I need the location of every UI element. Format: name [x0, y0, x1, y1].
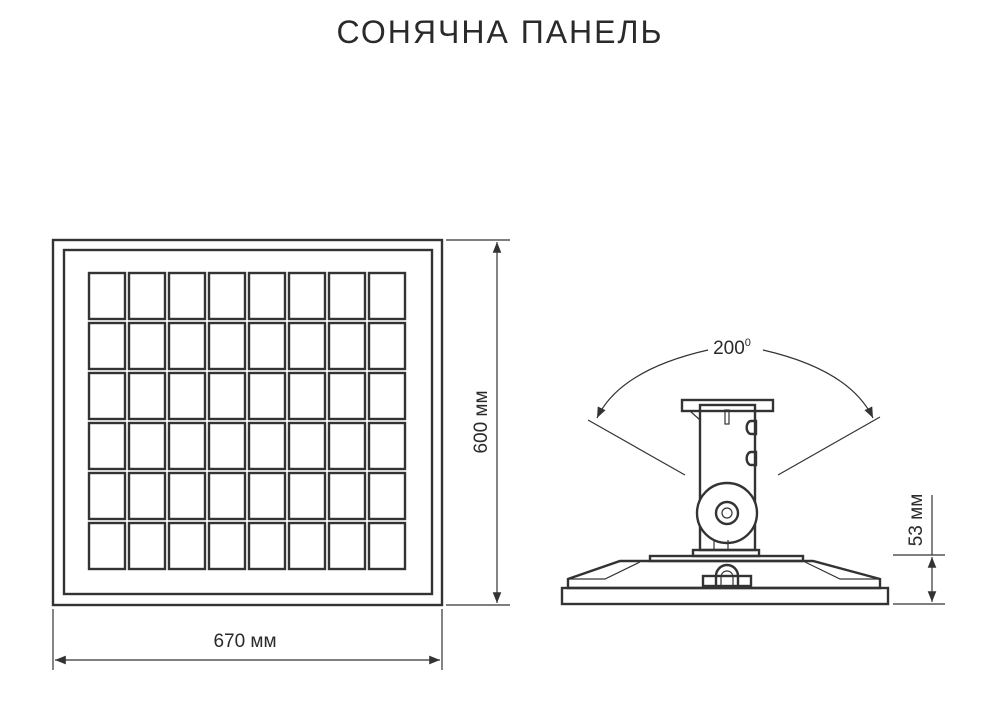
- solar-cell: [167, 421, 207, 471]
- rotation-angle-dimension: 2000: [587, 337, 881, 476]
- height-label: 600 мм: [471, 390, 492, 453]
- solar-panel-front-view: [51, 238, 444, 607]
- bracket-top: [680, 398, 775, 413]
- solar-cell: [247, 271, 287, 321]
- solar-cell: [287, 271, 327, 321]
- solar-cell: [167, 471, 207, 521]
- solar-cell: [327, 471, 367, 521]
- solar-cell: [247, 471, 287, 521]
- solar-cell: [207, 471, 247, 521]
- solar-cell: [127, 421, 167, 471]
- drawing-title: СОНЯЧНА ПАНЕЛЬ: [336, 14, 664, 50]
- solar-cell: [327, 371, 367, 421]
- solar-cell: [87, 371, 127, 421]
- solar-cell: [167, 371, 207, 421]
- solar-cell: [87, 271, 127, 321]
- solar-cell: [247, 321, 287, 371]
- solar-cell: [367, 471, 407, 521]
- panel-outer-frame: [51, 238, 444, 607]
- solar-cell: [287, 371, 327, 421]
- solar-cell: [87, 321, 127, 371]
- base-plate: [560, 586, 890, 606]
- angle-label: 2000: [713, 337, 751, 359]
- solar-cell: [287, 421, 327, 471]
- lamp-side-view: [560, 398, 890, 606]
- solar-cell: [167, 521, 207, 571]
- solar-cell: [87, 471, 127, 521]
- width-label: 670 мм: [213, 631, 276, 652]
- solar-cell: [207, 521, 247, 571]
- solar-cell: [287, 471, 327, 521]
- solar-cell: [287, 521, 327, 571]
- solar-cell: [327, 271, 367, 321]
- solar-cell: [127, 521, 167, 571]
- solar-cell: [247, 521, 287, 571]
- solar-cell: [367, 321, 407, 371]
- solar-cell: [167, 271, 207, 321]
- solar-cell: [367, 521, 407, 571]
- solar-cell: [287, 321, 327, 371]
- solar-cell: [207, 421, 247, 471]
- solar-cell: [367, 371, 407, 421]
- solar-cells-grid: [87, 271, 407, 571]
- lamp-height-dimension: 53 мм: [893, 494, 945, 605]
- solar-cell: [207, 321, 247, 371]
- solar-cell: [167, 321, 207, 371]
- solar-cell: [207, 371, 247, 421]
- solar-cell: [247, 371, 287, 421]
- solar-cell: [247, 421, 287, 471]
- solar-cell: [367, 271, 407, 321]
- solar-cell: [327, 421, 367, 471]
- solar-cell: [327, 521, 367, 571]
- height-dimension: 600 мм: [446, 239, 510, 606]
- solar-cell: [207, 271, 247, 321]
- panel-inner-frame: [62, 248, 434, 596]
- solar-cell: [127, 321, 167, 371]
- solar-cell: [127, 371, 167, 421]
- solar-cell: [327, 321, 367, 371]
- lamp-height-label: 53 мм: [906, 494, 927, 547]
- solar-cell: [87, 521, 127, 571]
- solar-cell: [127, 271, 167, 321]
- pivot-disk: [695, 481, 759, 545]
- width-dimension: 670 мм: [52, 609, 443, 670]
- solar-cell: [367, 421, 407, 471]
- solar-cell: [87, 421, 127, 471]
- solar-cell: [127, 471, 167, 521]
